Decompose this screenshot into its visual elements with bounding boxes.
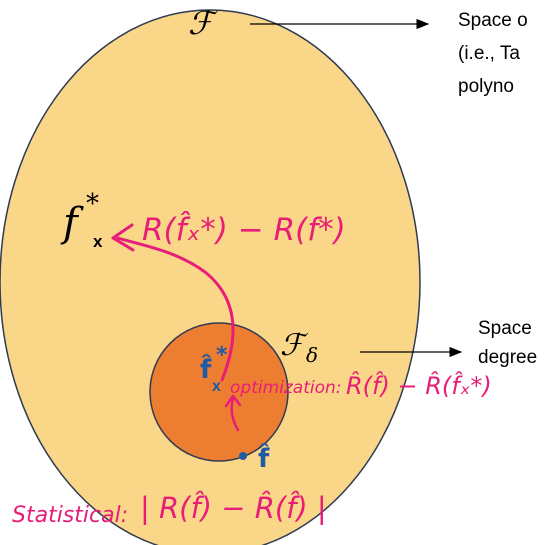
optimization-expression: R̂(f̂) − R̂(f̂ₓ*) bbox=[346, 372, 492, 400]
approximation-error-arrowhead bbox=[111, 223, 135, 252]
optimal-function-sup: * bbox=[86, 189, 99, 219]
outer-set-note-line-1: Space o bbox=[458, 10, 528, 31]
optimization-label: optimization: bbox=[230, 378, 342, 398]
inner-set-note-line-1: Space bbox=[478, 318, 532, 339]
inner-function-space bbox=[149, 322, 289, 462]
optimal-marker: x bbox=[93, 232, 103, 251]
restricted-optimal-marker: x bbox=[212, 378, 221, 395]
statistical-expression: | R(f̂) − R̂(f̂) | bbox=[140, 491, 327, 525]
inner-set-subscript: δ bbox=[306, 343, 318, 367]
empirical-label: f̂ bbox=[258, 442, 270, 474]
restricted-optimal-star: * bbox=[216, 343, 228, 368]
approximation-error-arrow bbox=[116, 236, 235, 382]
empirical-point bbox=[239, 452, 247, 460]
optimization-arrowhead bbox=[224, 394, 242, 408]
approximation-error-annotation: R(f̂ₓ*) − R(f*) bbox=[142, 211, 346, 248]
restricted-optimal-label: f̂ bbox=[200, 353, 212, 385]
statistical-label: Statistical: bbox=[12, 503, 128, 528]
inner-set-note-line-2: degree bbox=[478, 347, 537, 368]
outer-set-note-line-2: (i.e., Ta bbox=[458, 43, 520, 64]
optimization-arrow bbox=[230, 396, 240, 432]
outer-set-note-line-3: polyno bbox=[458, 76, 514, 97]
